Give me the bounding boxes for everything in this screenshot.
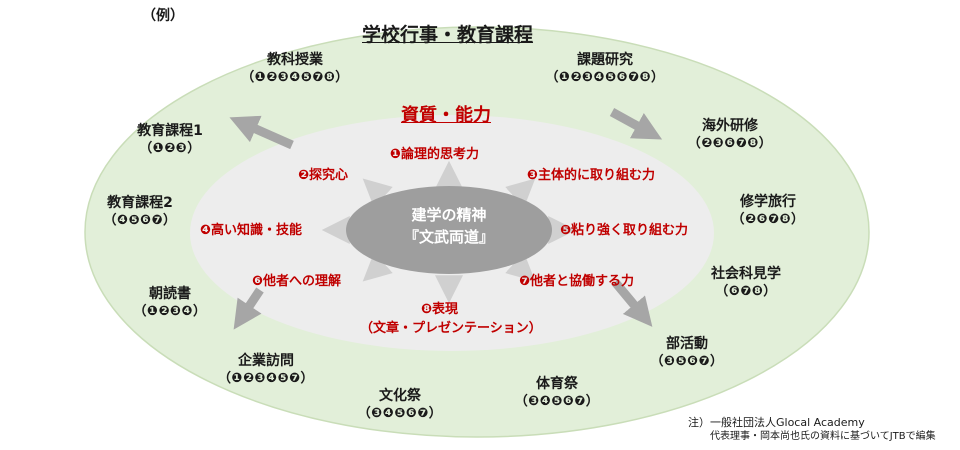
activity-katei1: 教育課程1 （❶❷❸）: [115, 122, 225, 158]
inner-arrow-upright: [505, 178, 536, 208]
activity-nums: （❸❹❺❻❼）: [357, 406, 443, 421]
activity-nums: （❶❷❸❹❺❼❽）: [241, 70, 349, 85]
activity-katei2: 教育課程2 （❹❺❻❼）: [80, 194, 200, 230]
center-label: 建学の精神 『文武両道』: [359, 204, 539, 248]
outer-title: 学校行事・教育課程: [362, 24, 534, 46]
activity-nums: （❻❼❽）: [715, 284, 777, 299]
center-line1: 建学の精神: [411, 206, 487, 224]
source-note: 注）一般社団法人Glocal Academy 代表理事・岡本尚也氏の資料に基づい…: [688, 416, 936, 444]
activity-chodoku: 朝読書 （❶❷❸❹）: [115, 285, 225, 321]
activity-nums: （❶❷❸）: [139, 141, 201, 156]
quality-4: ❹高い知識・技能: [200, 223, 303, 238]
arrow-lower-left: [233, 287, 264, 330]
activity-title: 課題研究: [577, 52, 633, 68]
activity-nums: （❶❷❸❹❺❻❼❽）: [545, 70, 665, 85]
arrow-upper-right: [609, 108, 663, 140]
center-ellipse: [346, 186, 552, 274]
activity-shugaku: 修学旅行 （❷❻❼❽）: [718, 193, 818, 229]
activity-nums: （❸❹❺❻❼）: [514, 394, 600, 409]
inner-arrow-downleft: [362, 252, 393, 282]
activity-kyoka: 教科授業 （❶❷❸❹❺❼❽）: [225, 51, 365, 87]
activity-title: 教育課程1: [137, 123, 203, 139]
arrow-lower-right: [611, 279, 653, 327]
activity-bukatsu: 部活動 （❸❺❻❼）: [632, 335, 742, 371]
activity-title: 朝読書: [149, 286, 191, 302]
center-line2: 『文武両道』: [403, 228, 494, 246]
activity-nums: （❹❺❻❼）: [103, 213, 177, 228]
example-label: （例）: [142, 8, 184, 24]
activity-taiiku: 体育祭 （❸❹❺❻❼）: [497, 375, 617, 411]
activity-nums: （❶❷❸❹❺❼）: [217, 371, 315, 386]
quality-1: ❶論理的思考力: [390, 147, 480, 162]
activity-nums: （❸❺❻❼）: [650, 354, 724, 369]
activity-nums: （❷❸❻❼❽）: [687, 136, 773, 151]
activity-title: 教科授業: [267, 52, 323, 68]
activity-kigyo: 企業訪問 （❶❷❸❹❺❼）: [196, 352, 336, 388]
source-note-line2: 代表理事・岡本尚也氏の資料に基づいてJTBで編集: [710, 431, 936, 442]
arrow-upper-left: [229, 115, 294, 150]
activity-title: 修学旅行: [740, 194, 796, 210]
activity-title: 部活動: [666, 336, 708, 352]
activity-title: 体育祭: [536, 376, 578, 392]
activity-kadai: 課題研究 （❶❷❸❹❺❻❼❽）: [525, 51, 685, 87]
activity-kaigai: 海外研修 （❷❸❻❼❽）: [670, 117, 790, 153]
inner-arrow-downright: [505, 252, 536, 282]
activity-bunka: 文化祭 （❸❹❺❻❼）: [340, 387, 460, 423]
quality-2: ❷探究心: [298, 168, 349, 183]
quality-8-detail: （文章・プレゼンテーション）: [360, 321, 542, 336]
quality-6: ❻他者への理解: [252, 274, 342, 289]
activity-nums: （❶❷❸❹）: [133, 304, 207, 319]
activity-shakai: 社会科見学 （❻❼❽）: [691, 265, 801, 301]
inner-title: 資質・能力: [401, 105, 491, 126]
quality-3: ❸主体的に取り組む力: [527, 168, 656, 183]
activity-title: 文化祭: [379, 388, 421, 404]
activity-title: 海外研修: [702, 118, 758, 134]
activity-title: 企業訪問: [238, 353, 294, 369]
source-note-line1: 注）一般社団法人Glocal Academy: [688, 416, 865, 429]
quality-7: ❼他者と協働する力: [519, 274, 635, 289]
activity-nums: （❷❻❼❽）: [731, 212, 805, 227]
inner-arrow-upleft: [362, 178, 393, 208]
activity-title: 社会科見学: [711, 266, 781, 282]
quality-8: ❽表現: [421, 302, 459, 317]
activity-title: 教育課程2: [107, 195, 173, 211]
quality-5: ❺粘り強く取り組む力: [560, 223, 689, 238]
